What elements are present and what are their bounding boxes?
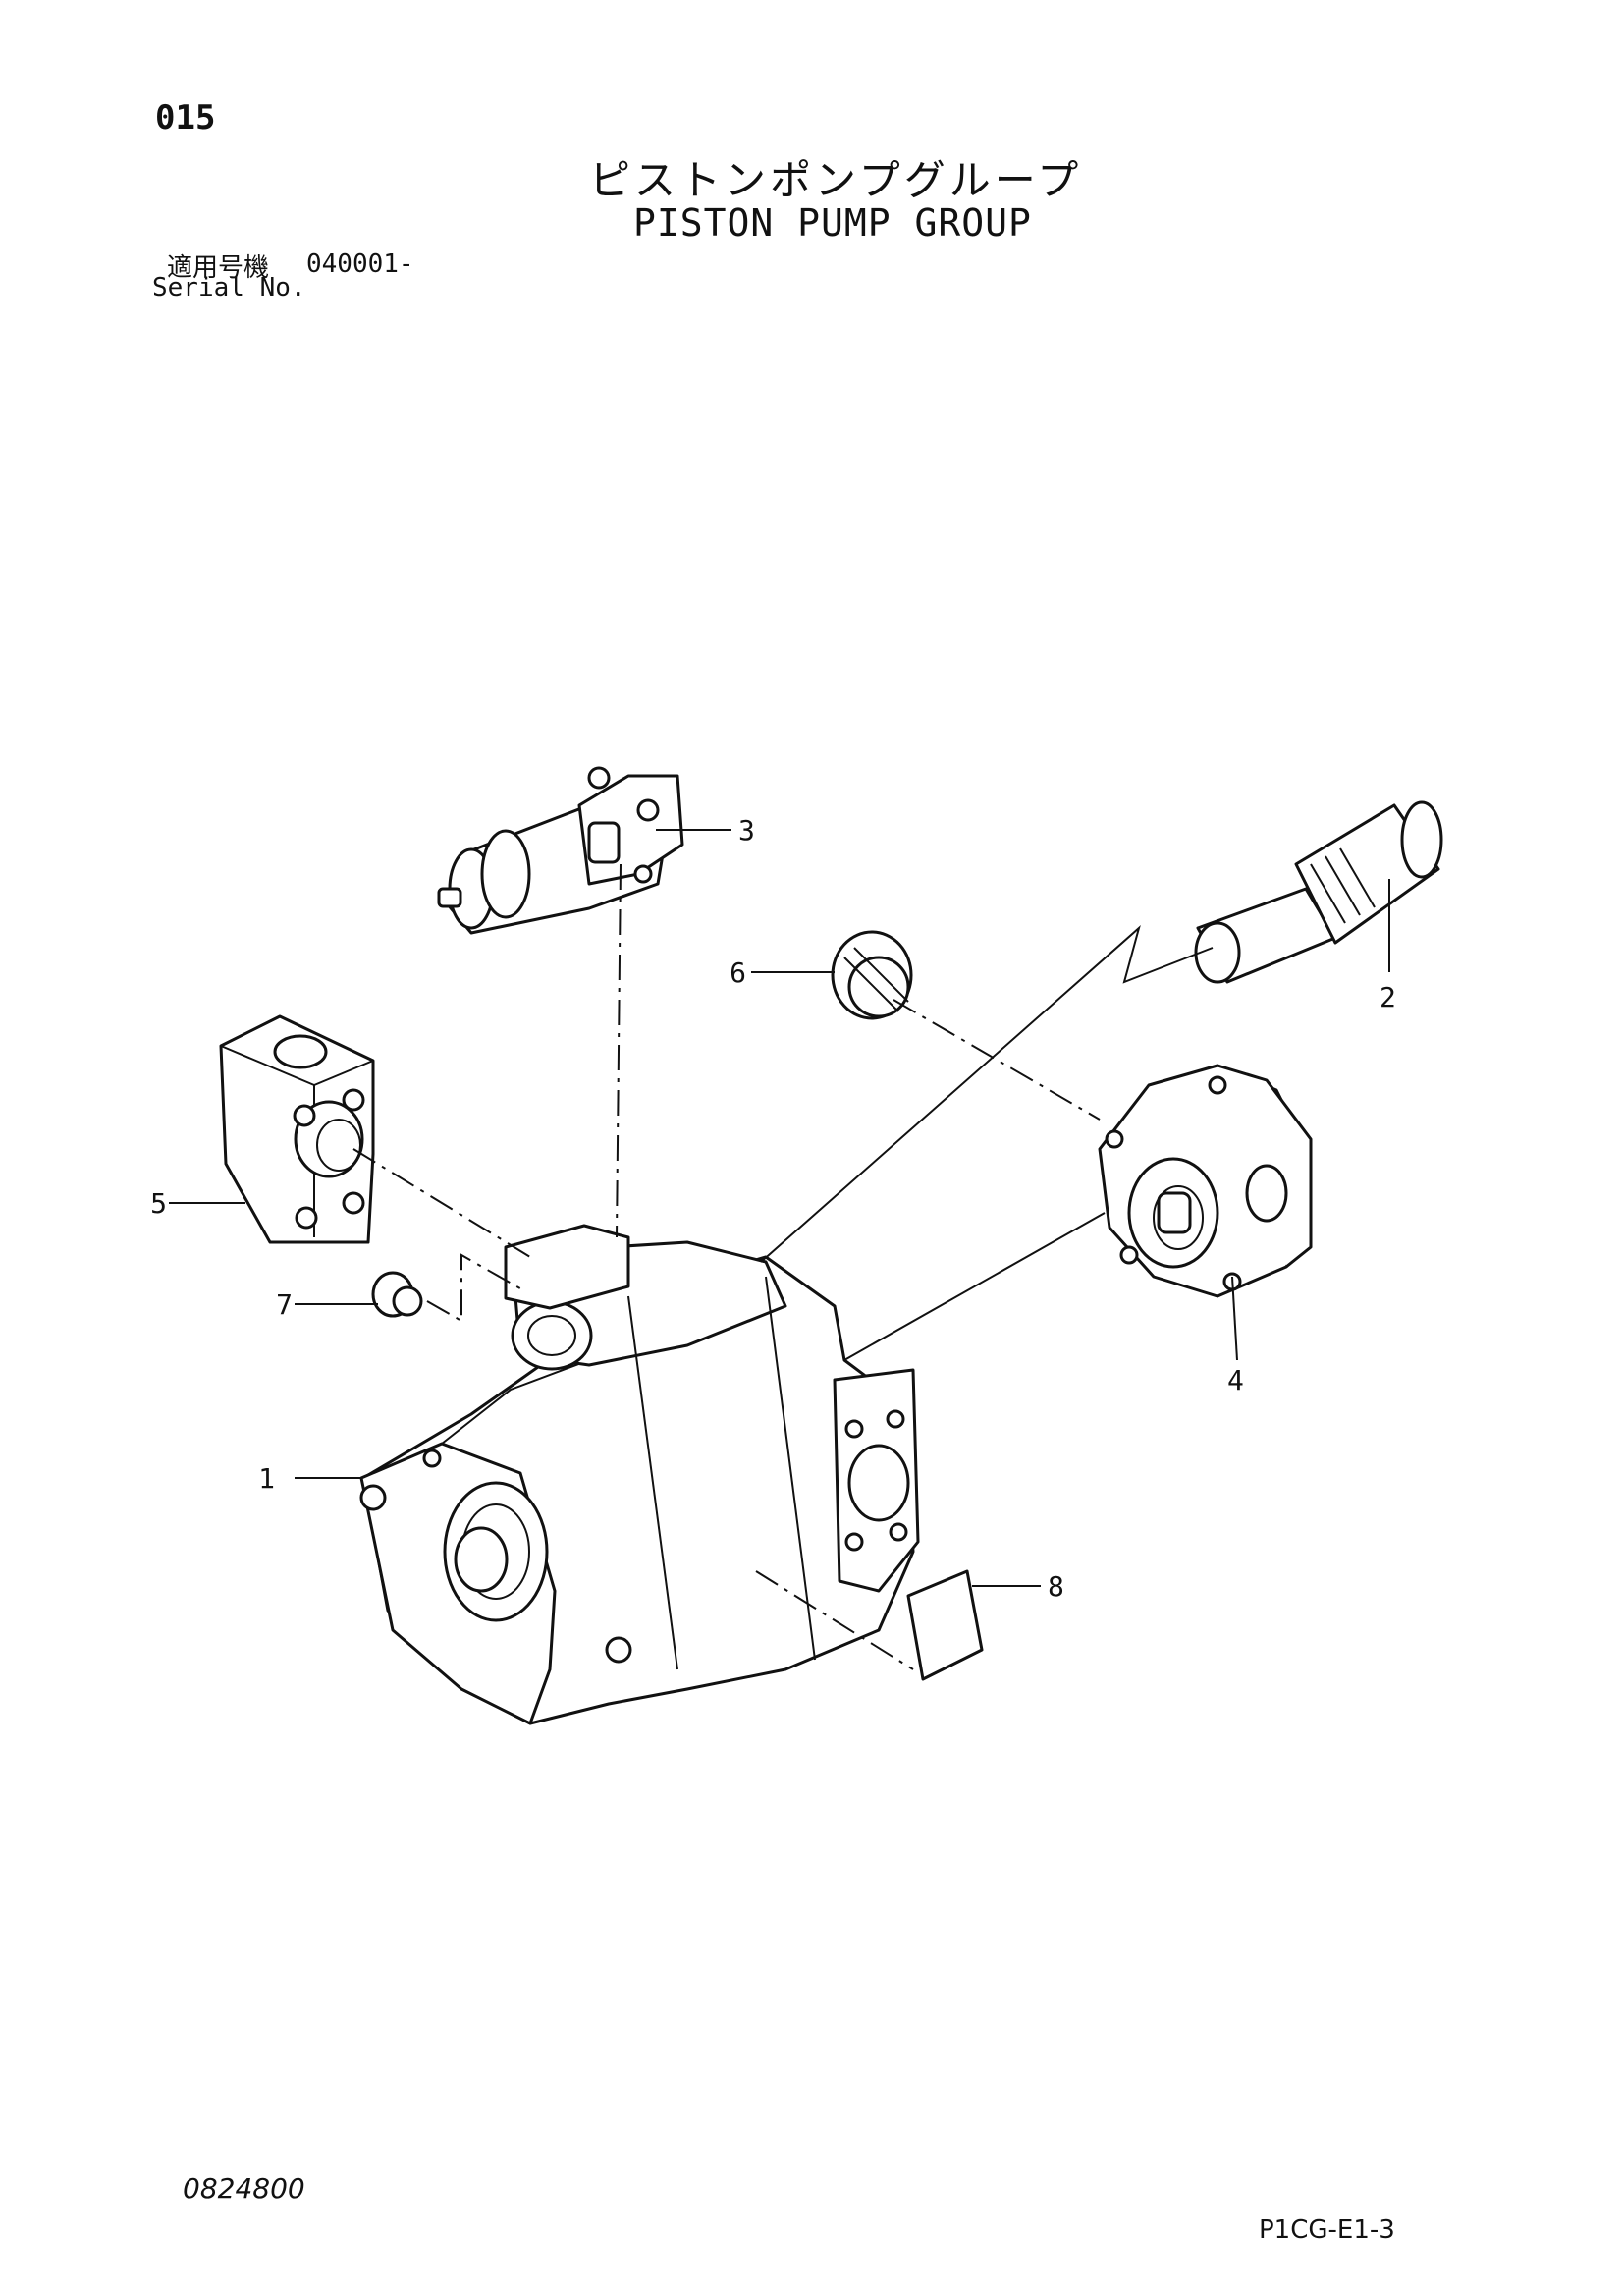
- page-number: 015: [155, 98, 216, 137]
- serial-label-english: Serial No.: [152, 273, 306, 302]
- callout-2: 2: [1380, 981, 1396, 1013]
- part-3-regulator[interactable]: [437, 766, 684, 935]
- serial-value: 040001-: [306, 249, 414, 279]
- part-4-gear-pump[interactable]: [1098, 1064, 1313, 1298]
- title-english: PISTON PUMP GROUP: [633, 201, 1032, 245]
- drawing-number: 0824800: [183, 2172, 305, 2205]
- leader-lines: [169, 829, 1390, 1587]
- callout-7: 7: [276, 1288, 293, 1321]
- callout-5: 5: [150, 1187, 167, 1220]
- callout-4: 4: [1227, 1364, 1244, 1396]
- callout-3: 3: [738, 814, 755, 847]
- serial-label-japanese: 適用号機: [167, 253, 270, 283]
- part-2-cartridge[interactable]: [1194, 800, 1443, 984]
- callout-labels: 1 2 3 4 5 6 7 8: [150, 814, 1396, 1603]
- assembly-lines: [352, 863, 1214, 1670]
- part-1-piston-pump[interactable]: [359, 1224, 920, 1725]
- callout-8: 8: [1048, 1570, 1064, 1603]
- part-8-plate[interactable]: [906, 1569, 984, 1681]
- page-code: P1CG-E1-3: [1259, 2215, 1395, 2245]
- title-japanese: ピストンポンプグループ: [589, 156, 1083, 204]
- part-7-plug[interactable]: [371, 1271, 423, 1318]
- callout-6: 6: [730, 957, 746, 989]
- callout-1: 1: [258, 1462, 275, 1495]
- part-5-block[interactable]: [219, 1014, 375, 1244]
- part-6-plug[interactable]: [831, 930, 913, 1020]
